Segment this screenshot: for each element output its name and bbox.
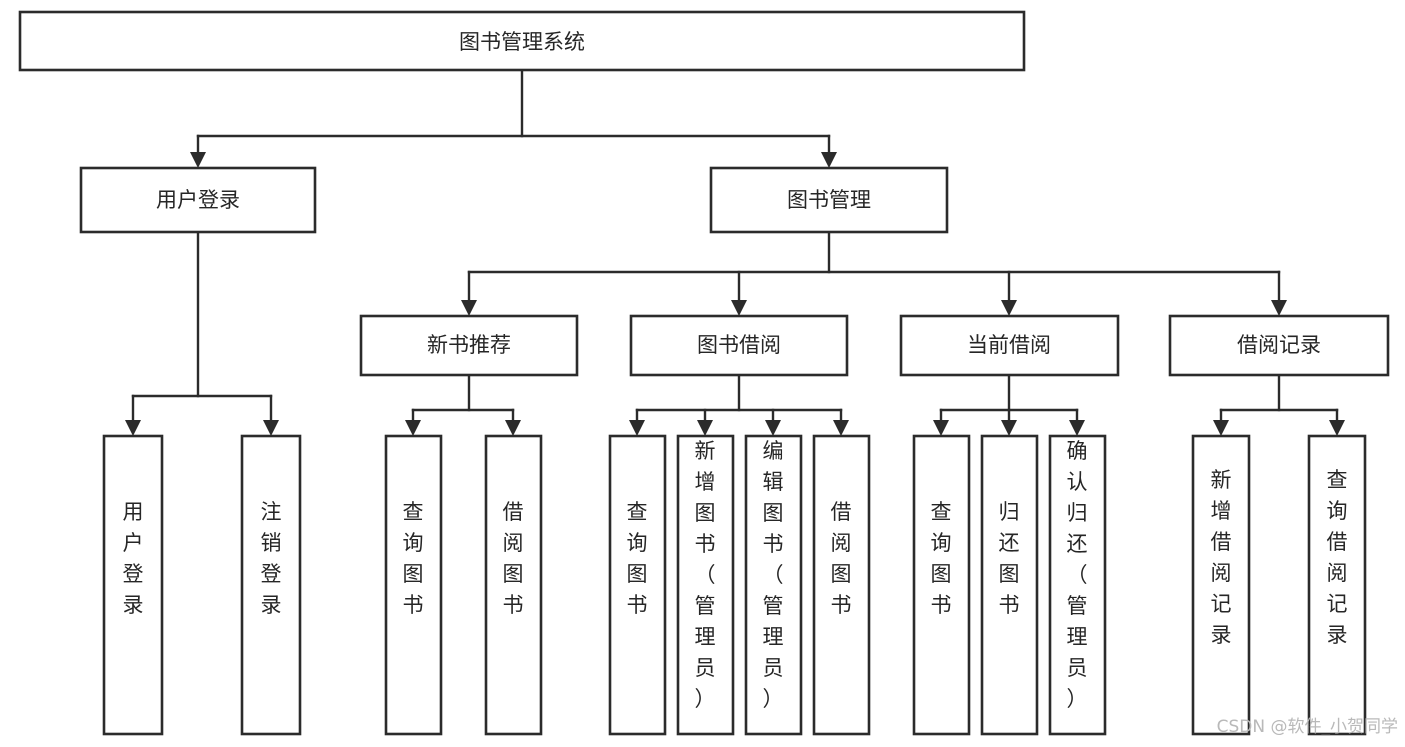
node-leaf-user-login[interactable]: 用户登录 — [102, 434, 164, 736]
arrow-icon-leaf-return-book — [1001, 420, 1017, 436]
node-current-borrow-box[interactable] — [899, 314, 1120, 377]
node-book-manage[interactable]: 图书管理 — [709, 166, 949, 234]
arrow-icon-leaf-query-book-3 — [933, 420, 949, 436]
arrow-icon-leaf-query-book-2 — [629, 420, 645, 436]
node-leaf-query-book-1-label: 查询图书 — [403, 500, 424, 617]
arrow-icon-leaf-user-logout — [263, 420, 279, 436]
node-borrow-record-label: 借阅记录 — [1237, 333, 1321, 357]
arrow-icon-leaf-confirm-return — [1069, 420, 1085, 436]
node-leaf-borrow-book-1-label: 借阅图书 — [503, 500, 524, 617]
node-leaf-add-book-box[interactable] — [676, 434, 735, 736]
node-leaf-query-record-box[interactable] — [1307, 434, 1367, 736]
node-leaf-add-book-label: 新增图书（管理员） — [695, 439, 716, 711]
arrow-icon-root-book-manage — [821, 152, 837, 168]
arrow-icon-current-borrow — [1001, 300, 1017, 316]
node-leaf-return-book-label: 归还图书 — [999, 500, 1020, 617]
node-leaf-user-login-label: 用户登录 — [123, 500, 144, 617]
node-new-book-recommend[interactable]: 新书推荐 — [359, 314, 579, 377]
node-leaf-add-record-box[interactable] — [1191, 434, 1251, 736]
node-leaf-user-login-box[interactable] — [102, 434, 164, 736]
arrow-icon-leaf-user-login — [125, 420, 141, 436]
node-leaf-borrow-book-2-label: 借阅图书 — [831, 500, 852, 617]
node-leaf-user-logout[interactable]: 注销登录 — [240, 434, 302, 736]
arrow-icon-book-borrow — [731, 300, 747, 316]
connector-group-user-login — [125, 230, 279, 436]
node-leaf-confirm-return-label: 确认归还（管理员） — [1067, 439, 1088, 711]
node-leaf-edit-book-label: 编辑图书（管理员） — [763, 439, 784, 711]
node-current-borrow[interactable]: 当前借阅 — [899, 314, 1120, 377]
csdn-watermark: CSDN @软件_小贺同学 — [1217, 717, 1398, 737]
node-leaf-query-book-2-label: 查询图书 — [627, 500, 648, 617]
node-leaf-confirm-return-box[interactable] — [1048, 434, 1107, 736]
node-leaf-query-book-2[interactable]: 查询图书 — [608, 434, 667, 736]
connector-group-book-manage — [461, 230, 1287, 316]
node-book-manage-box[interactable] — [709, 166, 949, 234]
node-leaf-user-logout-label: 注销登录 — [261, 500, 282, 617]
node-user-login-box[interactable] — [79, 166, 317, 234]
node-root[interactable]: 图书管理系统 — [18, 10, 1026, 72]
node-root-label: 图书管理系统 — [459, 30, 585, 54]
arrow-icon-new-book-recommend — [461, 300, 477, 316]
node-leaf-query-book-1[interactable]: 查询图书 — [384, 434, 443, 736]
arrow-icon-leaf-add-book — [697, 420, 713, 436]
node-root-box[interactable] — [18, 10, 1026, 72]
arrow-icon-leaf-query-book-1 — [405, 420, 421, 436]
connector-group-borrow-record — [1213, 373, 1345, 436]
connector-group-new-book-recommend — [405, 373, 521, 436]
node-leaf-query-book-3-box[interactable] — [912, 434, 971, 736]
node-leaf-add-book[interactable]: 新增图书（管理员） — [676, 434, 735, 736]
connector-group-current-borrow — [933, 373, 1085, 436]
node-new-book-recommend-label: 新书推荐 — [427, 333, 511, 357]
node-book-borrow-label: 图书借阅 — [697, 333, 781, 357]
arrow-icon-leaf-query-record — [1329, 420, 1345, 436]
node-leaf-return-book-box[interactable] — [980, 434, 1039, 736]
node-book-borrow[interactable]: 图书借阅 — [629, 314, 849, 377]
node-new-book-recommend-box[interactable] — [359, 314, 579, 377]
node-leaf-add-record-label: 新增借阅记录 — [1211, 468, 1232, 647]
node-leaf-query-book-3[interactable]: 查询图书 — [912, 434, 971, 736]
node-leaf-borrow-book-1-box[interactable] — [484, 434, 543, 736]
connector-group-root — [190, 68, 837, 168]
node-borrow-record[interactable]: 借阅记录 — [1168, 314, 1390, 377]
arrow-icon-leaf-edit-book — [765, 420, 781, 436]
node-borrow-record-box[interactable] — [1168, 314, 1390, 377]
node-leaf-query-record-label: 查询借阅记录 — [1327, 468, 1348, 647]
connector-group-book-borrow — [629, 373, 849, 436]
node-leaf-borrow-book-2-box[interactable] — [812, 434, 871, 736]
node-book-manage-label: 图书管理 — [787, 188, 871, 212]
node-leaf-query-record[interactable]: 查询借阅记录 — [1307, 434, 1367, 736]
node-leaf-query-book-2-box[interactable] — [608, 434, 667, 736]
node-leaf-user-logout-box[interactable] — [240, 434, 302, 736]
node-leaf-query-book-3-label: 查询图书 — [931, 500, 952, 617]
node-leaf-borrow-book-2[interactable]: 借阅图书 — [812, 434, 871, 736]
arrow-icon-leaf-borrow-book-1 — [505, 420, 521, 436]
node-leaf-return-book[interactable]: 归还图书 — [980, 434, 1039, 736]
node-book-borrow-box[interactable] — [629, 314, 849, 377]
node-user-login-label: 用户登录 — [156, 188, 240, 212]
arrow-icon-root-user-login — [190, 152, 206, 168]
node-leaf-borrow-book-1[interactable]: 借阅图书 — [484, 434, 543, 736]
node-leaf-confirm-return[interactable]: 确认归还（管理员） — [1048, 434, 1107, 736]
node-leaf-edit-book[interactable]: 编辑图书（管理员） — [744, 434, 803, 736]
arrow-icon-leaf-borrow-book-2 — [833, 420, 849, 436]
arrow-icon-leaf-add-record — [1213, 420, 1229, 436]
node-leaf-add-record[interactable]: 新增借阅记录 — [1191, 434, 1251, 736]
arrow-icon-borrow-record — [1271, 300, 1287, 316]
node-user-login[interactable]: 用户登录 — [79, 166, 317, 234]
node-current-borrow-label: 当前借阅 — [967, 333, 1051, 357]
node-leaf-edit-book-box[interactable] — [744, 434, 803, 736]
node-leaf-query-book-1-box[interactable] — [384, 434, 443, 736]
